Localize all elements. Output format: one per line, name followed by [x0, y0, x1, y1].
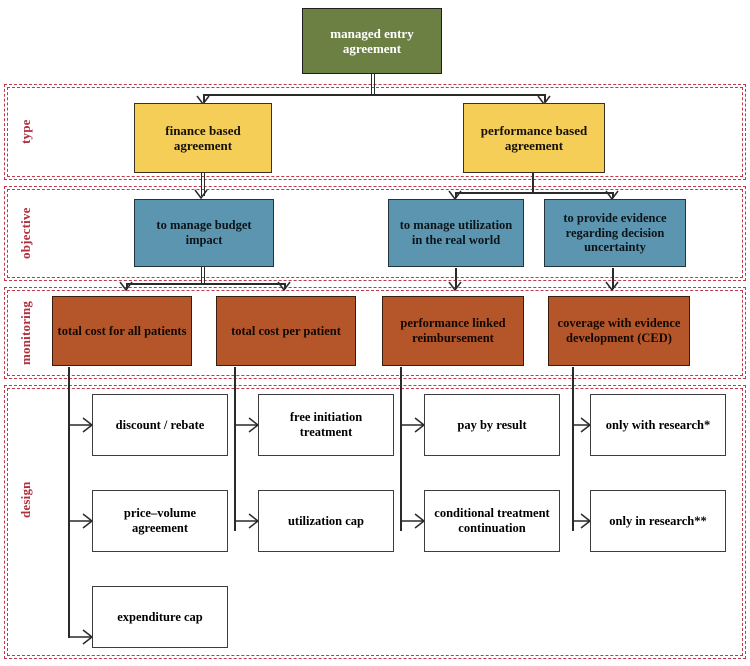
row-label-design: design	[18, 481, 33, 519]
node-managed-entry-agreement[interactable]: managed entry agreement	[302, 8, 442, 74]
node-to-provide-evidence[interactable]: to provide evidence regarding decision u…	[544, 199, 686, 267]
connector-obj1-left	[126, 283, 128, 289]
connector-performance-bar	[455, 192, 613, 194]
node-label: only in research**	[609, 513, 707, 528]
connector-performance-stem	[532, 173, 534, 193]
node-expenditure-cap[interactable]: expenditure cap	[92, 586, 228, 648]
band-monitoring	[4, 287, 746, 379]
node-to-manage-budget-impact[interactable]: to manage budget impact	[134, 199, 274, 267]
node-performance-linked-reimbursement[interactable]: performance linked reimbursement	[382, 296, 524, 366]
trunk-col4	[572, 367, 574, 531]
node-label: expenditure cap	[117, 609, 203, 624]
trunk-col2	[234, 367, 236, 531]
node-label: conditional treatment continuation	[434, 506, 550, 535]
node-label: discount / rebate	[115, 417, 205, 432]
connector-root-bar	[203, 94, 545, 96]
node-to-manage-utilization[interactable]: to manage utilization in the real world	[388, 199, 524, 267]
node-label: free initiation treatment	[289, 410, 363, 439]
node-label: to provide evidence regarding decision u…	[563, 210, 667, 255]
band-objective	[4, 186, 746, 281]
connector-obj1-bar	[126, 283, 284, 285]
node-label: total cost per patient	[231, 323, 341, 338]
node-only-with-research[interactable]: only with research*	[590, 394, 726, 456]
connector-performance-right	[612, 192, 614, 198]
node-finance-based-agreement[interactable]: finance based agreement	[134, 103, 272, 173]
connector-root-stem	[371, 73, 375, 95]
band-design	[4, 385, 746, 659]
node-utilization-cap[interactable]: utilization cap	[258, 490, 394, 552]
connector-root-right	[544, 94, 546, 102]
node-pay-by-result[interactable]: pay by result	[424, 394, 560, 456]
node-total-cost-per-patient[interactable]: total cost per patient	[216, 296, 356, 366]
row-label-type: type	[18, 119, 33, 145]
trunk-col3	[400, 367, 402, 531]
connector-obj3-stem	[612, 268, 614, 289]
node-performance-based-agreement[interactable]: performance based agreement	[463, 103, 605, 173]
node-discount-rebate[interactable]: discount / rebate	[92, 394, 228, 456]
node-only-in-research[interactable]: only in research**	[590, 490, 726, 552]
connector-obj2-stem	[455, 268, 457, 289]
node-label: performance based agreement	[480, 122, 588, 153]
node-label: total cost for all patients	[57, 323, 187, 338]
row-label-monitoring: monitoring	[18, 300, 33, 366]
node-coverage-with-evidence-development[interactable]: coverage with evidence development (CED)	[548, 296, 690, 366]
connector-obj1-stem	[201, 266, 205, 284]
node-label: coverage with evidence development (CED)	[557, 316, 681, 345]
node-label: only with research*	[605, 417, 711, 432]
node-label: performance linked reimbursement	[400, 316, 506, 345]
node-free-initiation-treatment[interactable]: free initiation treatment	[258, 394, 394, 456]
node-total-cost-all-patients[interactable]: total cost for all patients	[52, 296, 192, 366]
node-label: pay by result	[457, 417, 527, 432]
connector-obj1-right	[284, 283, 286, 289]
node-label: price–volume agreement	[123, 506, 197, 535]
node-price-volume-agreement[interactable]: price–volume agreement	[92, 490, 228, 552]
node-label: finance based agreement	[165, 122, 241, 153]
connector-root-left	[203, 94, 205, 102]
band-type	[4, 84, 746, 180]
trunk-col1	[68, 367, 70, 638]
node-conditional-treatment-continuation[interactable]: conditional treatment continuation	[424, 490, 560, 552]
connector-performance-left	[455, 192, 457, 198]
node-label: to manage utilization in the real world	[399, 218, 513, 247]
node-label: utilization cap	[287, 513, 365, 528]
node-label: managed entry agreement	[330, 25, 414, 56]
row-label-objective: objective	[18, 207, 33, 260]
node-label: to manage budget impact	[156, 218, 252, 247]
connector-finance-stem	[201, 173, 205, 196]
